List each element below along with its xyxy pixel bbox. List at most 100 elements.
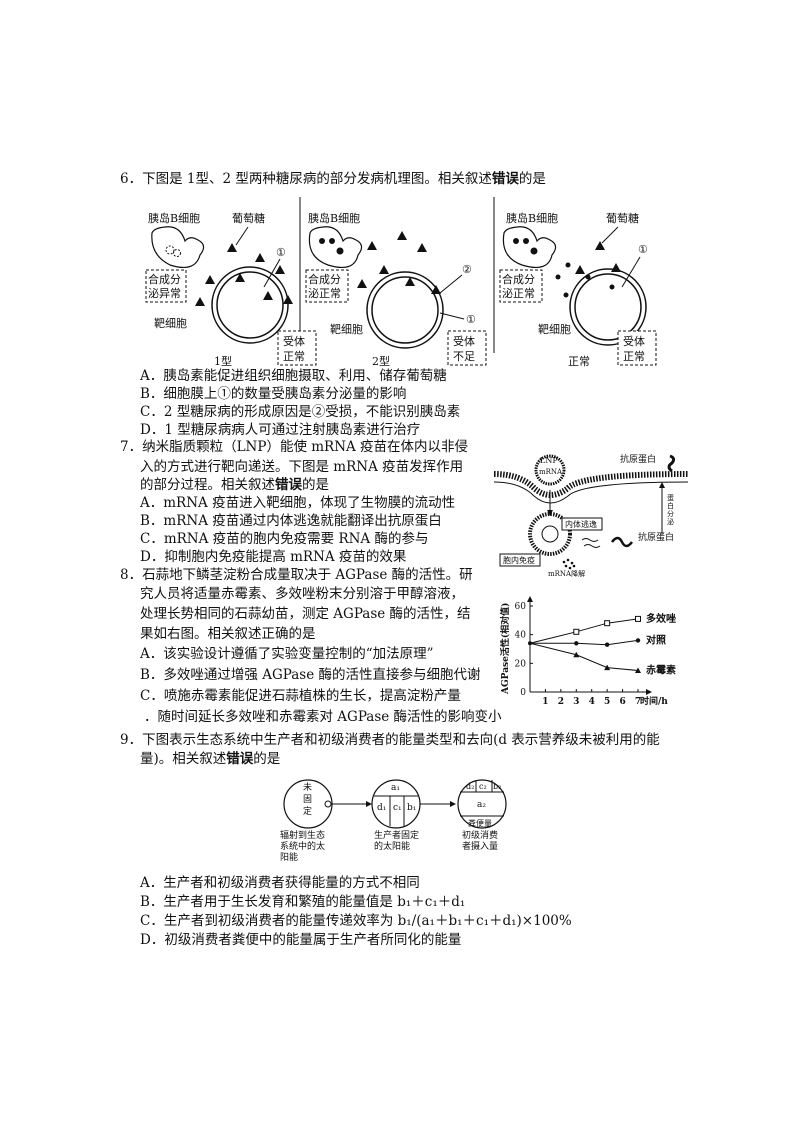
data-point [635, 667, 641, 673]
svg-text:mRNA降解: mRNA降解 [548, 569, 585, 578]
q8-line-3: 处理长势相同的石蒜幼苗，测定 AGPase 酶的活性，结 [140, 606, 471, 622]
svg-text:a₁: a₁ [391, 783, 400, 793]
q6-option-c: C．2 型糖尿病的形成原因是②受损，不能识别胰岛素 [140, 404, 461, 420]
data-point [635, 615, 641, 622]
data-point [573, 628, 580, 635]
svg-text:2型: 2型 [372, 354, 390, 368]
svg-text:抗原蛋白: 抗原蛋白 [638, 531, 674, 543]
q9-line-1: 9．下图表示生态系统中生产者和初级消费者的能量类型和去向(d 表示营养级未被利用… [120, 732, 660, 748]
svg-text:阳能: 阳能 [280, 851, 298, 863]
q6-option-a: A．胰岛素能促进组织细胞摄取、利用、储存葡萄糖 [140, 368, 447, 384]
y-tick-label: 40 [515, 631, 527, 641]
svg-text:受体: 受体 [283, 334, 305, 348]
series-label: 对照 [646, 633, 666, 646]
svg-text:泌正常: 泌正常 [502, 287, 535, 300]
q9-option-c: C．生产者到初级消费者的能量传递效率为 b₁/(a₁＋b₁＋c₁＋d₁)×100… [140, 913, 572, 929]
svg-text:固: 固 [303, 794, 312, 805]
q8-option-d: ．随时间延长多效唑和赤霉素对 AGPase 酶活性的影响变小 [144, 709, 502, 725]
svg-text:①: ① [638, 243, 648, 256]
y-axis-label: AGPase活性(相对值) [499, 603, 511, 695]
svg-text:mRNA: mRNA [539, 468, 563, 476]
svg-text:胰岛B细胞: 胰岛B细胞 [308, 211, 360, 225]
q7-option-d: D．抑制胞内免疫能提高 mRNA 疫苗的效果 [140, 549, 407, 565]
series-line [529, 618, 639, 644]
q8-line-2: 究人员将适量赤霉素、多效唑粉末分别溶于甲醇溶液， [140, 586, 464, 602]
q9-option-a: A．生产者和初级消费者获得能量的方式不相同 [140, 875, 420, 891]
q9-line-2: 量)。相关叙述错误的是 [140, 751, 281, 767]
svg-text:泌: 泌 [667, 517, 674, 526]
series-label: 赤霉素 [646, 664, 676, 677]
svg-text:合成分: 合成分 [502, 272, 535, 286]
x-axis-label: 时间/h [640, 695, 668, 707]
q8-line-1: 8．石蒜地下鳞茎淀粉合成量取决于 AGPase 酶的活性。研 [120, 567, 473, 583]
svg-text:d₁: d₁ [377, 803, 386, 813]
data-point [528, 641, 532, 646]
x-tick-label: 6 [619, 697, 625, 707]
svg-text:受体: 受体 [453, 334, 475, 348]
svg-text:者摄入量: 者摄入量 [462, 840, 498, 852]
data-point [604, 642, 610, 647]
svg-text:合成分: 合成分 [148, 272, 181, 286]
svg-text:b₁: b₁ [407, 803, 416, 813]
series-label: 多效唑 [646, 612, 676, 625]
svg-text:c₂: c₂ [479, 782, 487, 791]
svg-text:正常: 正常 [568, 355, 590, 368]
svg-text:分: 分 [667, 509, 674, 518]
q8-line-4: 果如右图。相关叙述正确的是 [140, 626, 316, 642]
svg-text:的太阳能: 的太阳能 [374, 840, 410, 852]
svg-text:葡萄糖: 葡萄糖 [232, 211, 265, 225]
svg-text:①: ① [466, 313, 476, 326]
x-axis-arrow [646, 689, 652, 695]
svg-text:①: ① [276, 246, 286, 259]
svg-text:抗原蛋白: 抗原蛋白 [620, 453, 656, 465]
y-tick-label: 20 [515, 659, 527, 669]
svg-text:系统中的太: 系统中的太 [280, 840, 325, 852]
q7-option-a: A．mRNA 疫苗进入靶细胞，体现了生物膜的流动性 [140, 495, 456, 511]
q7-line-3: 的部分过程。相关叙述错误的是 [140, 477, 329, 493]
q7-option-c: C．mRNA 疫苗的胞内免疫需要 RNA 酶的参与 [140, 531, 429, 547]
svg-text:1型: 1型 [214, 354, 232, 368]
x-tick-label: 1 [542, 697, 548, 707]
y-axis-arrow [527, 596, 533, 602]
svg-text:胰岛B细胞: 胰岛B细胞 [506, 211, 558, 225]
svg-text:胞内免疫: 胞内免疫 [503, 555, 535, 565]
data-point [635, 638, 641, 643]
data-point [604, 664, 611, 671]
series-line [530, 639, 639, 646]
series-line [529, 642, 639, 671]
data-point [574, 641, 579, 646]
q7-option-b: B．mRNA 疫苗通过内体逃逸就能翻译出抗原蛋白 [140, 513, 442, 529]
q6-option-b: B．细胞膜上①的数量受胰岛素分泌量的影响 [140, 386, 407, 402]
mrna-vaccine-figure: LNP mRNA 抗原蛋白 蛋 白 分 泌 内体逃逸 抗原蛋白 胞内免疫 mRN… [493, 453, 689, 578]
q6-stem: 6．下图是 1型、2 型两种糖尿病的部分发病机理图。相关叙述错误的是 [120, 171, 546, 187]
svg-text:泌正常: 泌正常 [308, 287, 341, 300]
data-point [604, 620, 611, 627]
svg-text:靶细胞: 靶细胞 [154, 317, 187, 330]
q7-line-2: 入的方式进行靶向递送。下图是 mRNA 疫苗发挥作用 [140, 459, 464, 475]
svg-text:正常: 正常 [623, 350, 645, 363]
svg-text:正常: 正常 [283, 350, 305, 363]
x-tick-label: 7 [635, 697, 641, 707]
svg-text:不足: 不足 [453, 350, 475, 363]
svg-text:蛋: 蛋 [667, 493, 674, 502]
q8-option-a: A．该实验设计遵循了实验变量控制的“加法原理” [140, 646, 434, 662]
q8-option-b: B．多效唑通过增强 AGPase 酶的活性直接参与细胞代谢 [140, 667, 481, 683]
x-tick-label: 5 [604, 697, 610, 707]
q9-option-d: D．初级消费者粪便中的能量属于生产者所同化的能量 [140, 932, 462, 948]
islet-cell-label: 胰岛B细胞 [148, 211, 200, 225]
svg-text:b₂: b₂ [493, 782, 501, 791]
svg-text:LNP: LNP [540, 456, 558, 465]
svg-text:②: ② [462, 263, 472, 276]
svg-text:葡萄糖: 葡萄糖 [606, 211, 639, 225]
svg-text:生产者固定: 生产者固定 [374, 829, 419, 841]
svg-text:a₂: a₂ [477, 800, 486, 810]
q6-option-d: D．1 型糖尿病病人可通过注射胰岛素进行治疗 [140, 422, 421, 438]
svg-text:受体: 受体 [623, 334, 645, 348]
svg-text:合成分: 合成分 [308, 272, 341, 286]
q7-line-1: 7．纳米脂质颗粒（LNP）能使 mRNA 疫苗在体内以非侵 [120, 439, 469, 455]
svg-text:未: 未 [303, 781, 312, 793]
svg-text:辐射到生态: 辐射到生态 [280, 829, 325, 841]
svg-text:白: 白 [667, 501, 674, 510]
y-tick-label: 0 [520, 688, 526, 698]
